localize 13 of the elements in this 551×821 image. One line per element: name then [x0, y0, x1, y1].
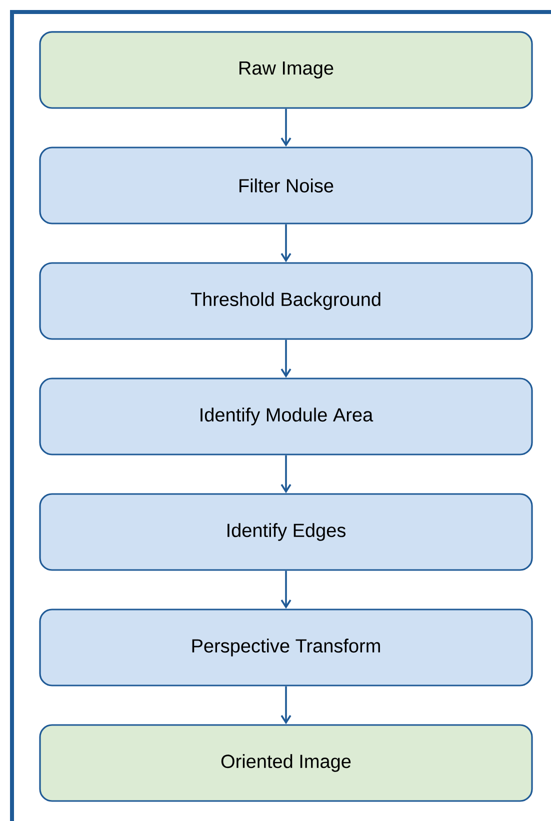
arrow [280, 570, 292, 609]
process-box: Perspective Transform [39, 608, 533, 686]
process-box: Identify Module Area [39, 378, 533, 456]
arrow [280, 224, 292, 262]
terminal-box: Raw Image [39, 31, 533, 109]
arrow [280, 340, 292, 378]
terminal-box: Oriented Image [39, 724, 533, 802]
process-box: Threshold Background [39, 262, 533, 340]
process-box: Identify Edges [39, 493, 533, 571]
arrow [280, 108, 292, 147]
arrow [280, 686, 292, 724]
arrow [280, 455, 292, 494]
process-box: Filter Noise [39, 146, 533, 224]
